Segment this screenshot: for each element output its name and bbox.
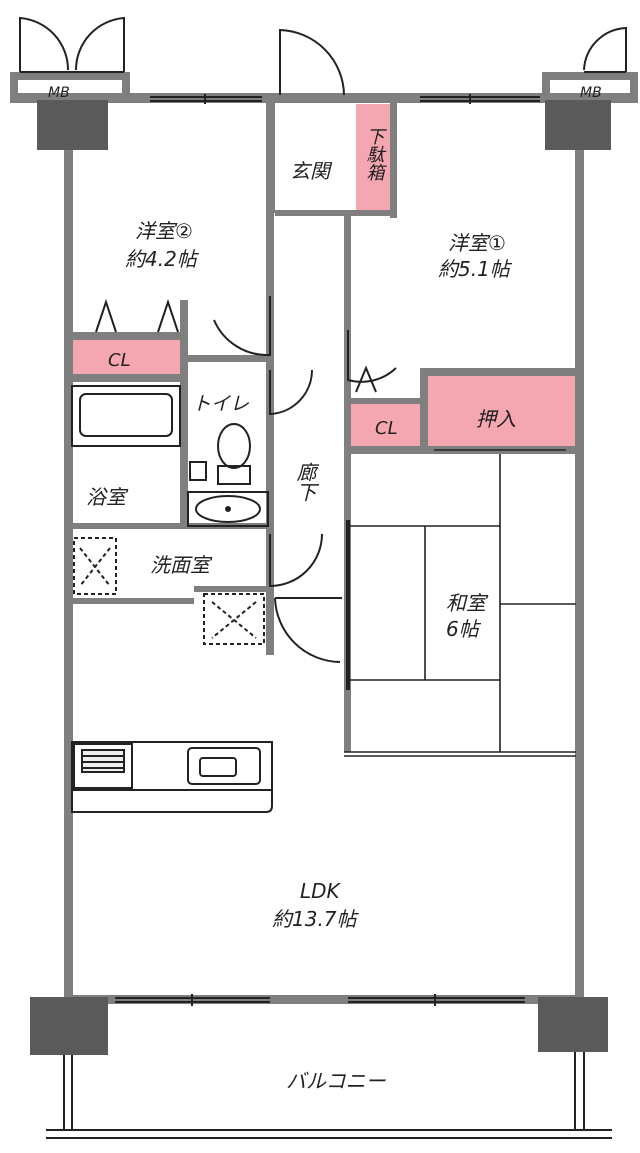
shoebox-area <box>356 104 392 212</box>
oshiire-area <box>428 376 576 446</box>
closet-right-area <box>348 402 420 446</box>
japanese-room-size: 6帖 <box>446 617 482 641</box>
bath-label: 浴室 <box>86 485 129 509</box>
western1-name: 洋室① <box>448 231 506 255</box>
ldk-name: LDK <box>300 879 342 903</box>
washroom-label: 洗面室 <box>150 553 213 577</box>
balcony-label: バルコニー <box>286 1069 387 1093</box>
entrance-label: 玄関 <box>290 159 333 183</box>
western2-size: 約4.2帖 <box>125 247 200 271</box>
meter-box-left-label: MB <box>48 85 70 101</box>
closet-right-label: CL <box>375 418 398 439</box>
closet-left-label: CL <box>108 350 131 371</box>
toilet-label: トイレ <box>192 393 249 415</box>
corridor-label: 廊下 <box>293 462 317 502</box>
columns <box>30 100 611 1055</box>
closet-left-area <box>72 340 180 376</box>
western1-size: 約5.1帖 <box>438 257 513 281</box>
ldk-size: 約13.7帖 <box>272 907 360 931</box>
tatami-lines <box>344 449 576 757</box>
japanese-room-name: 和室 <box>446 591 489 615</box>
western2-name: 洋室② <box>135 219 193 243</box>
windows <box>115 94 540 1006</box>
shoebox-label: 下駄箱 <box>364 127 385 181</box>
fixtures <box>46 385 612 1139</box>
meter-box-right-label: MB <box>580 85 602 101</box>
doors <box>19 16 627 663</box>
oshiire-label: 押入 <box>476 407 516 431</box>
